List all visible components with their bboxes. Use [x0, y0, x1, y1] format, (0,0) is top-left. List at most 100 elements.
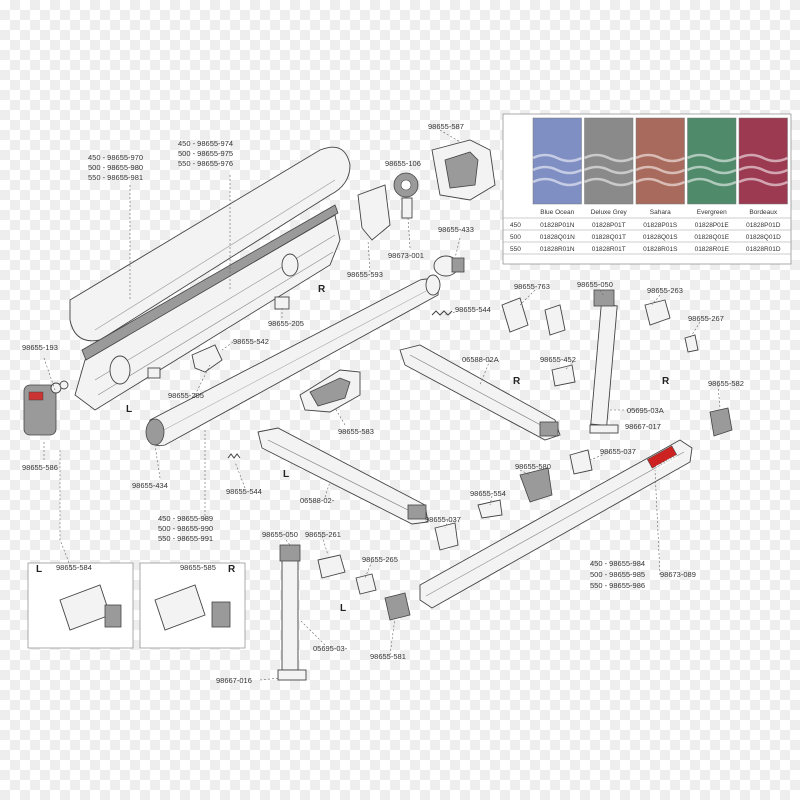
roll-length-3-b: 500 - 98655-990 [158, 524, 213, 533]
side-marker-r-2: R [513, 376, 521, 387]
roll-lengths-4: 450 - 98655-984 500 - 98655-985 550 - 98… [590, 559, 645, 590]
end-cap-left-part [23, 380, 69, 436]
motor-cap-part [433, 255, 465, 277]
part-label-98655-582: 98655-582 [708, 379, 744, 388]
part-label-98655-050-a: 98655-050 [577, 280, 613, 289]
fabric-code-cell: 01828Q01N [540, 234, 575, 241]
fabric-row-size: 500 [510, 234, 521, 241]
leg-left-part [277, 544, 307, 681]
fabric-color-name: Bordeaux [749, 209, 778, 216]
roller-tube-part [145, 274, 441, 447]
part-label-98655-544-a: 98655-544 [455, 305, 491, 314]
side-marker-l-1: L [126, 404, 132, 415]
roll-length-3-c: 550 - 98655-991 [158, 534, 213, 543]
part-label-06588-02: 06588-02- [300, 496, 335, 505]
roll-lengths-2: 450 - 98655-974 500 - 98655-975 550 - 98… [178, 139, 233, 168]
fabric-code-cell: 01828R01S [643, 246, 678, 253]
part-label-98673-001: 98673-001 [388, 251, 424, 260]
fabric-wave [686, 177, 737, 187]
roller-cover-part [69, 146, 351, 342]
part-label-98655-433: 98655-433 [438, 225, 474, 234]
fabric-code-cell: 01828Q01S [643, 234, 678, 241]
part-label-98655-452: 98655-452 [540, 355, 576, 364]
part-label-98655-205-b: 98655-205 [168, 391, 204, 400]
part-label-98655-585: 98655-585 [180, 563, 216, 572]
fabric-code-cell: 01828Q01E [694, 234, 729, 241]
fabric-wave [738, 177, 789, 187]
fabric-color-name: Blue Ocean [540, 209, 574, 216]
fabric-code-cell: 01828Q01D [746, 234, 781, 241]
roll-length-3-a: 450 - 98655-989 [158, 514, 213, 523]
kit-box-right [139, 562, 246, 649]
fabric-code-cell: 01828P01T [592, 222, 626, 229]
part-label-98655-763: 98655-763 [514, 282, 550, 291]
part-label-98655-584: 98655-584 [56, 563, 92, 572]
fabric-code-cell: 01828R01D [746, 246, 781, 253]
fabric-wave [583, 177, 634, 187]
part-label-98667-017: 98667-017 [625, 422, 661, 431]
front-profile-part: FIAMMA [419, 439, 693, 609]
springs-part [227, 310, 453, 459]
part-label-98655-037-b: 98655-037 [425, 515, 461, 524]
part-label-98655-542: 98655-542 [233, 337, 269, 346]
fabric-code-cell: 01828P01D [746, 222, 781, 229]
fabric-code-cell: 01828P01S [643, 222, 678, 229]
part-label-98655-193: 98655-193 [22, 343, 58, 352]
support-bracket-part [299, 369, 361, 413]
part-label-98655-263: 98655-263 [647, 286, 683, 295]
part-label-98655-265: 98655-265 [362, 555, 398, 564]
part-label-98655-593: 98655-593 [347, 270, 383, 279]
awning-case-part [74, 204, 341, 411]
fabric-wave [532, 177, 583, 187]
roll-length-labels: 450 - 98655-970 500 - 98655-980 550 - 98… [88, 139, 645, 590]
kit-box-left [27, 562, 134, 649]
part-label-98655-554: 98655-554 [470, 489, 506, 498]
roll-length-4-b: 500 - 98655-985 [590, 570, 645, 579]
side-marker-r-1: R [318, 284, 326, 295]
fabric-code-cell: 01828Q01T [592, 234, 626, 241]
side-marker-r-3: R [662, 376, 670, 387]
fabric-color-name: Evergreen [697, 209, 727, 216]
roll-length-4-c: 550 - 98655-986 [590, 581, 645, 590]
fabric-color-name: Sahara [650, 209, 671, 216]
fabric-row-size: 550 [510, 246, 521, 253]
fabric-wave [583, 165, 634, 175]
fabric-code-cell: 01828R01T [592, 246, 626, 253]
side-marker-l-4: L [340, 603, 346, 614]
part-label-98655-205-a: 98655-205 [268, 319, 304, 328]
fabric-code-cell: 01828R01E [695, 246, 730, 253]
leg-right-part [589, 289, 619, 434]
fabric-swatches [532, 117, 789, 205]
part-label-98673-089: 98673-089 [660, 570, 696, 579]
fabric-row-size: 450 [510, 222, 521, 229]
side-marker-l-2: L [283, 469, 289, 480]
part-label-98655-267: 98655-267 [688, 314, 724, 323]
part-label-98655-037-a: 98655-037 [600, 447, 636, 456]
roll-length-2-c: 550 - 98655-976 [178, 159, 233, 168]
fabric-code-cell: 01828P01E [695, 222, 730, 229]
part-label-98655-580: 98655-580 [515, 462, 551, 471]
roll-length-4-a: 450 - 98655-984 [590, 559, 645, 568]
fabric-wave [686, 165, 737, 175]
arm-right-part [399, 344, 561, 441]
fabric-wave [738, 165, 789, 175]
roll-length-2-a: 450 - 98655-974 [178, 139, 233, 148]
part-label-05695-03: 05695-03- [313, 644, 348, 653]
part-label-98655-434: 98655-434 [132, 481, 168, 490]
part-label-98655-583: 98655-583 [338, 427, 374, 436]
fabric-wave [738, 153, 789, 163]
fabric-code-cell: 01828R01N [540, 246, 575, 253]
roll-length-1-b: 500 - 98655-980 [88, 163, 143, 172]
roll-length-1-c: 550 - 98655-981 [88, 173, 143, 182]
fabric-wave [532, 153, 583, 163]
roll-length-2-b: 500 - 98655-975 [178, 149, 233, 158]
fabric-wave [583, 153, 634, 163]
roll-length-1-a: 450 - 98655-970 [88, 153, 143, 162]
part-label-98655-544-b: 98655-544 [226, 487, 262, 496]
fabric-wave [635, 165, 686, 175]
fabric-wave [635, 177, 686, 187]
side-marker-l-3: L [36, 564, 42, 575]
part-label-98667-016: 98667-016 [216, 676, 252, 685]
